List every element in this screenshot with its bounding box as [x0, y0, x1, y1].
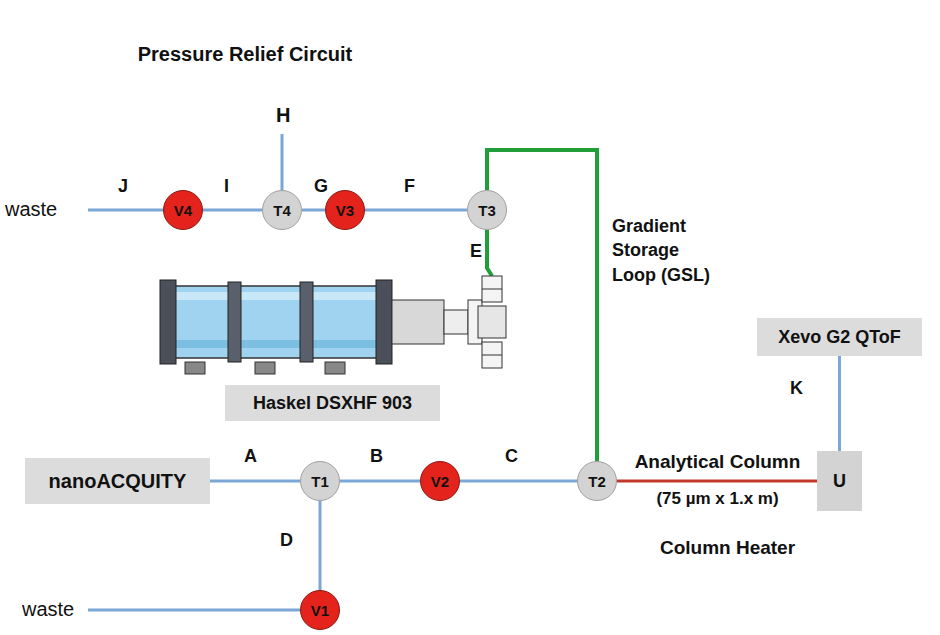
node-label: Xevo G2 QToF: [778, 327, 901, 348]
line-letter: G: [314, 176, 328, 197]
instrument-box: Xevo G2 QToF: [757, 318, 922, 356]
line-letter: D: [280, 530, 293, 551]
tubing-line: [210, 480, 300, 483]
valve-circle: V4: [163, 190, 203, 230]
node-label: T3: [478, 202, 496, 219]
node-label: V1: [311, 602, 329, 619]
column-line: [617, 480, 817, 483]
tubing-line: [319, 501, 322, 590]
line-letter: F: [404, 176, 415, 197]
node-label: nanoACQUITY: [49, 470, 187, 493]
tubing-line: [340, 480, 420, 483]
tubing-line: [302, 209, 325, 212]
union-box: U: [817, 451, 862, 511]
line-letter: I: [224, 176, 229, 197]
region-title: Pressure Relief Circuit: [135, 42, 355, 67]
node-label: T4: [273, 202, 291, 219]
line-letter: A: [244, 446, 257, 467]
valve-circle: V1: [300, 590, 340, 630]
tubing-line: [365, 209, 467, 212]
node-label: V3: [336, 202, 354, 219]
tee-circle: T4: [262, 190, 302, 230]
valve-circle: V3: [325, 190, 365, 230]
region-title: Analytical Column: [620, 450, 815, 474]
tubing-line: [460, 480, 577, 483]
region-band: Analytical Column (75 µm x 1.x m) Column H…: [540, 420, 915, 570]
instrument-box: Haskel DSXHF 903: [225, 385, 440, 421]
line-letter: B: [370, 446, 383, 467]
region-band: Pressure Relief CircuitV4 T4 V3: [135, 12, 355, 262]
node-label: V2: [431, 473, 449, 490]
vent-line: [281, 134, 284, 190]
node-label: U: [833, 471, 846, 492]
storage-loop-line: [487, 150, 597, 461]
instrument-box: nanoACQUITY: [25, 458, 210, 504]
tee-circle: T1: [300, 461, 340, 501]
waste-line: [88, 609, 300, 612]
valve-circle: V2: [420, 461, 460, 501]
waste-label: waste: [22, 598, 74, 621]
region-text: Column Heater: [540, 536, 915, 560]
region-text: (75 µm x 1.x m): [620, 488, 815, 509]
tubing-line: [203, 209, 262, 212]
tee-circle: T2: [577, 461, 617, 501]
line-letter: H: [276, 104, 290, 127]
node-label: T2: [588, 473, 606, 490]
tubing-line: [838, 356, 841, 451]
line-letter: J: [118, 176, 128, 197]
waste-line: [88, 209, 163, 212]
line-letter: C: [505, 446, 518, 467]
pump-feed-line: [487, 230, 492, 276]
pump-illustration: [160, 276, 506, 374]
waste-label: waste: [5, 198, 57, 221]
line-letter: K: [790, 378, 803, 399]
line-letter: E: [470, 241, 482, 262]
node-label: V4: [174, 202, 192, 219]
node-label: Haskel DSXHF 903: [253, 393, 412, 414]
node-label: T1: [311, 473, 329, 490]
tee-circle: T3: [467, 190, 507, 230]
loop-label: Gradient Storage Loop (GSL): [612, 214, 724, 287]
